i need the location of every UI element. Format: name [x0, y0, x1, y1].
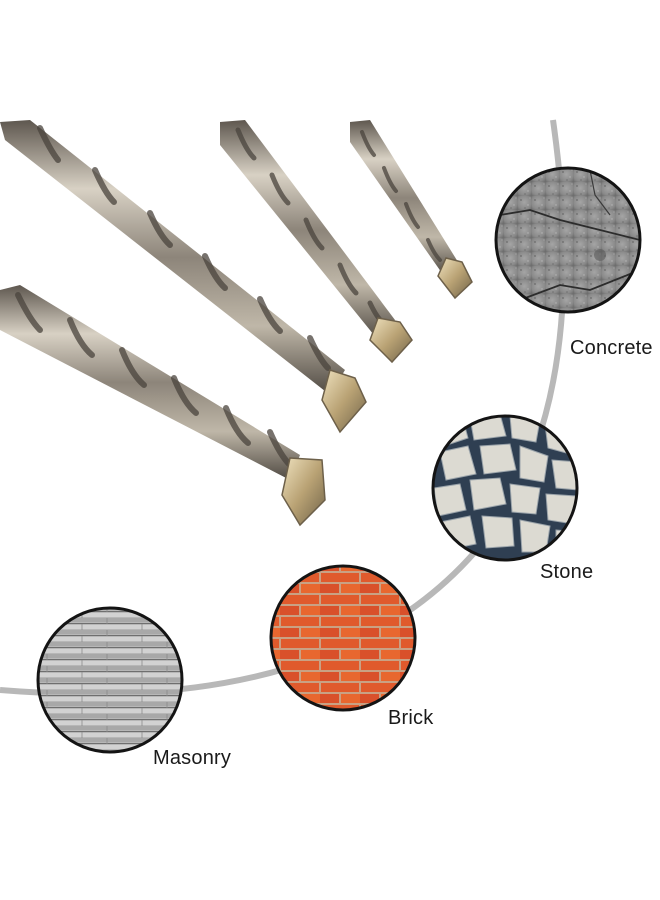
drill-bit-1 [0, 285, 326, 527]
brick-swatch [269, 564, 417, 712]
label-concrete: Concrete [570, 337, 653, 359]
label-masonry: Masonry [153, 747, 232, 769]
drill-bit-2 [0, 120, 367, 434]
masonry-swatch [36, 606, 184, 754]
label-stone: Stone [540, 561, 594, 583]
concrete-swatch [494, 166, 642, 314]
drill-bit-3 [220, 120, 413, 364]
drill-bit-4 [350, 120, 473, 300]
label-brick: Brick [388, 707, 434, 729]
stone-swatch [431, 414, 579, 562]
